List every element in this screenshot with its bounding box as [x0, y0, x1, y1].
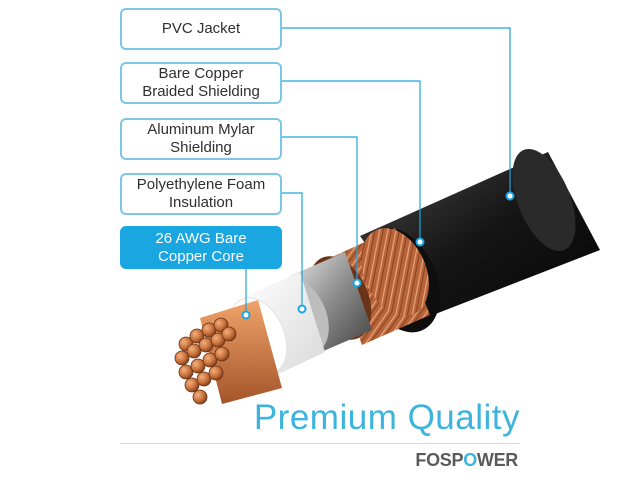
label-braid-line-1: Bare Copper	[158, 65, 244, 82]
copper-strand-end	[178, 364, 194, 380]
copper-strand-end	[202, 352, 218, 368]
fospower-logo: FOSPOWER	[415, 450, 518, 471]
label-mylar-line-2: Shielding	[170, 139, 232, 156]
label-braid-line-2: Braided Shielding	[142, 83, 260, 100]
label-copper-braid: Bare Copper Braided Shielding	[120, 62, 282, 104]
dot-braid	[415, 237, 425, 247]
connector-foam	[282, 192, 303, 309]
label-copper-core: 26 AWG Bare Copper Core	[120, 226, 282, 269]
brand-suffix: WER	[476, 450, 518, 470]
copper-strand-end	[214, 346, 230, 362]
connector-dots	[241, 191, 515, 320]
label-core-line-2: Copper Core	[158, 247, 244, 265]
brand-o: O	[463, 450, 477, 470]
label-mylar-line-1: Aluminum Mylar	[147, 121, 255, 138]
dot-foam	[297, 304, 307, 314]
dot-mylar	[352, 278, 362, 288]
label-pvc-line-1: PVC Jacket	[161, 20, 241, 37]
label-foam-line-1: Polyethylene Foam	[136, 176, 266, 193]
connector-braid	[282, 80, 421, 242]
copper-strand-end	[208, 365, 224, 381]
dot-core	[241, 310, 251, 320]
label-core-line-1: 26 AWG Bare	[155, 229, 247, 247]
divider-rule	[120, 443, 520, 444]
label-foam-line-2: Insulation	[168, 194, 234, 211]
copper-strand-end	[221, 326, 237, 342]
copper-strand-end	[189, 328, 205, 344]
copper-strand-end	[196, 371, 212, 387]
premium-quality-tagline: Premium Quality	[253, 398, 520, 437]
dot-pvc	[505, 191, 515, 201]
brand-prefix: FOSP	[415, 450, 464, 470]
copper-strand-end	[192, 389, 208, 405]
label-mylar: Aluminum Mylar Shielding	[120, 118, 282, 160]
copper-strand-end	[184, 377, 200, 393]
label-foam: Polyethylene Foam Insulation	[120, 173, 282, 215]
copper-strand-end	[186, 343, 202, 359]
label-pvc-jacket: PVC Jacket	[120, 8, 282, 50]
copper-strand-end	[190, 358, 206, 374]
copper-strand-end	[174, 350, 190, 366]
connector-lines	[245, 27, 511, 312]
connector-mylar	[282, 136, 358, 283]
copper-core-layer	[174, 300, 282, 405]
connector-pvc	[282, 27, 511, 196]
